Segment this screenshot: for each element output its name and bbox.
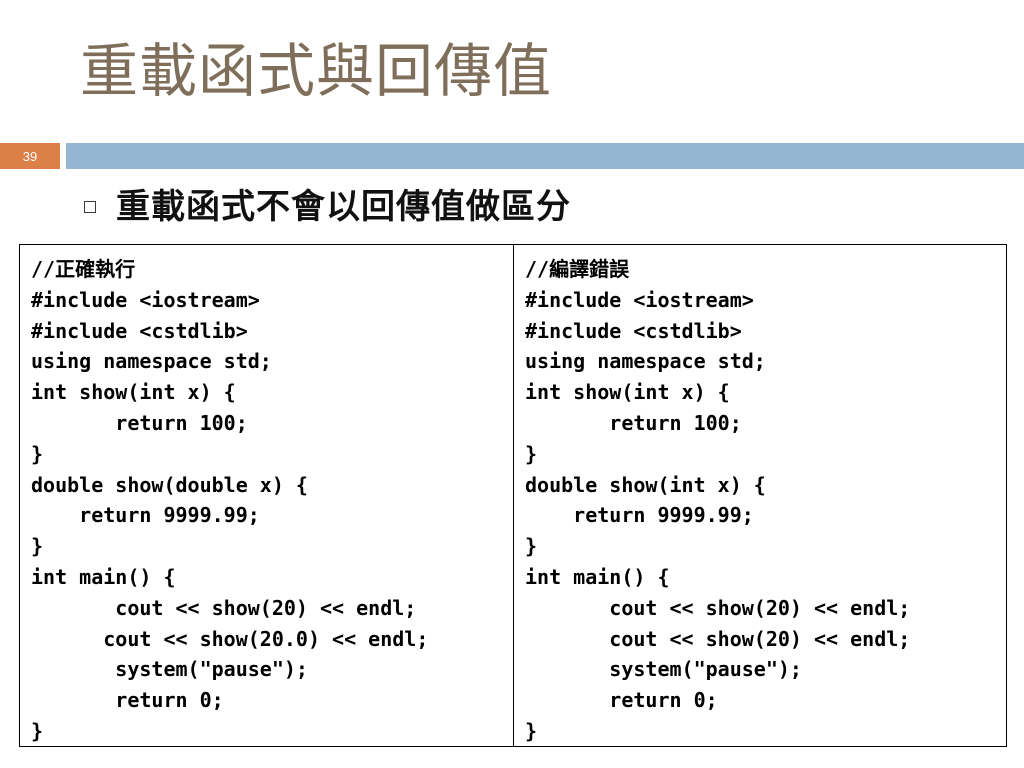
code-line: int show(int x) {: [31, 380, 236, 405]
code-line: }: [31, 534, 44, 559]
code-line: #include <iostream>: [525, 287, 754, 312]
code-line: using namespace std;: [525, 349, 766, 374]
code-line: int main() {: [525, 564, 670, 589]
square-bullet-icon: [84, 201, 96, 214]
code-line: using namespace std;: [31, 349, 272, 374]
accent-bar: [66, 143, 1024, 169]
code-line: return 0;: [525, 688, 718, 713]
code-line: return 0;: [31, 688, 224, 713]
slide-title: 重載函式與回傳值: [80, 37, 553, 105]
code-line: cout << show(20) << endl;: [31, 595, 417, 620]
code-line: return 100;: [525, 410, 742, 435]
code-line: return 100;: [31, 410, 248, 435]
code-cell-error: //編譯錯誤 #include <iostream> #include <cst…: [514, 245, 1006, 746]
code-cell-correct: //正確執行 #include <iostream> #include <cst…: [20, 245, 514, 746]
slide-number: 39: [22, 148, 38, 164]
code-line: #include <iostream>: [31, 287, 260, 312]
code-comparison-table: //正確執行 #include <iostream> #include <cst…: [19, 244, 1007, 747]
code-line: }: [31, 718, 44, 743]
code-line: #include <cstdlib>: [525, 318, 742, 343]
bullet-item: 重載函式不會以回傳值做區分: [84, 187, 571, 228]
code-line: //編譯錯誤: [525, 257, 630, 281]
code-line: system("pause");: [525, 657, 802, 682]
code-line: }: [525, 534, 538, 559]
code-line: }: [525, 718, 538, 743]
code-line: //正確執行: [31, 257, 136, 281]
code-line: #include <cstdlib>: [31, 318, 248, 343]
code-line: cout << show(20) << endl;: [525, 595, 911, 620]
code-line: return 9999.99;: [525, 503, 754, 528]
code-line: double show(double x) {: [31, 472, 308, 497]
code-line: }: [31, 441, 44, 466]
code-line: cout << show(20) << endl;: [525, 626, 911, 651]
code-line: cout << show(20.0) << endl;: [31, 626, 429, 651]
code-line: double show(int x) {: [525, 472, 766, 497]
code-line: system("pause");: [31, 657, 308, 682]
code-line: }: [525, 441, 538, 466]
code-line: return 9999.99;: [31, 503, 260, 528]
code-line: int show(int x) {: [525, 380, 730, 405]
code-line: int main() {: [31, 564, 176, 589]
slide-number-badge: 39: [0, 143, 60, 169]
bullet-text: 重載函式不會以回傳值做區分: [116, 187, 571, 227]
